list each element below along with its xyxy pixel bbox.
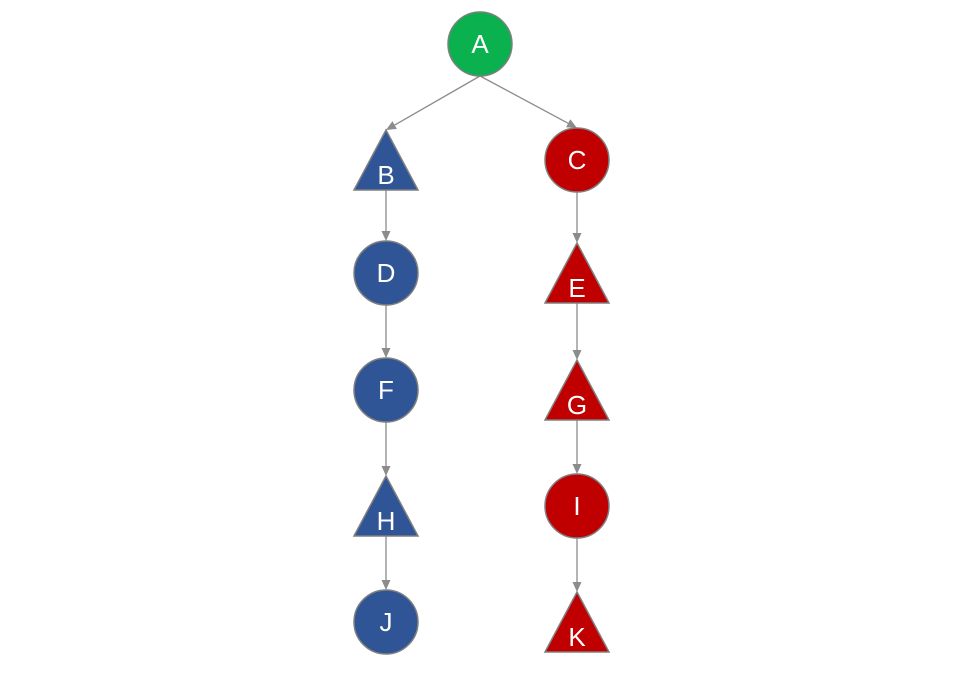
arrowhead (381, 231, 391, 241)
edge-a-c (479, 75, 577, 128)
node-label: C (568, 145, 587, 175)
edge-b-d (381, 190, 391, 241)
arrowhead (381, 466, 391, 476)
edge-g-i (572, 420, 582, 474)
node-i: I (544, 473, 610, 539)
node-j: J (353, 589, 419, 655)
edge-e-g (572, 303, 582, 360)
node-label: A (471, 29, 489, 59)
node-k: K (543, 590, 611, 653)
edge-a-b (386, 75, 481, 130)
circle-node-shape (353, 589, 419, 655)
node-label: I (573, 491, 580, 521)
node-label: E (568, 273, 585, 303)
node-label: G (567, 390, 587, 420)
node-d: D (353, 240, 419, 306)
circle-node-shape (447, 11, 513, 77)
arrowhead (386, 121, 397, 130)
node-label: F (378, 375, 394, 405)
arrowhead (381, 580, 391, 590)
arrowhead (572, 464, 582, 474)
node-label: D (377, 258, 396, 288)
node-label: J (380, 607, 393, 637)
edge-f-h (381, 422, 391, 476)
circle-node-shape (353, 357, 419, 423)
arrowhead (381, 348, 391, 358)
node-e: E (543, 241, 611, 304)
circle-node-shape (544, 127, 610, 193)
arrowhead (572, 233, 582, 243)
node-c: C (544, 127, 610, 193)
edge-line (479, 75, 569, 124)
node-label: B (377, 160, 394, 190)
node-a: A (447, 11, 513, 77)
edge-i-k (572, 538, 582, 592)
edges-layer (381, 75, 582, 592)
edge-c-e (572, 192, 582, 243)
edge-h-j (381, 536, 391, 590)
arrowhead (572, 350, 582, 360)
node-h: H (352, 474, 420, 537)
triangle-node-shape (543, 241, 611, 304)
triangle-node-shape (543, 358, 611, 421)
triangle-node-shape (543, 590, 611, 653)
node-label: H (377, 506, 396, 536)
node-label: K (568, 622, 586, 652)
arrowhead (566, 119, 577, 128)
arrowhead (572, 582, 582, 592)
nodes-layer: A B C D E F G H I J K (352, 11, 611, 655)
node-g: G (543, 358, 611, 421)
circle-node-shape (353, 240, 419, 306)
node-b: B (352, 128, 420, 191)
triangle-node-shape (352, 128, 420, 191)
triangle-node-shape (352, 474, 420, 537)
edge-d-f (381, 305, 391, 358)
node-f: F (353, 357, 419, 423)
circle-node-shape (544, 473, 610, 539)
edge-line (394, 75, 481, 126)
